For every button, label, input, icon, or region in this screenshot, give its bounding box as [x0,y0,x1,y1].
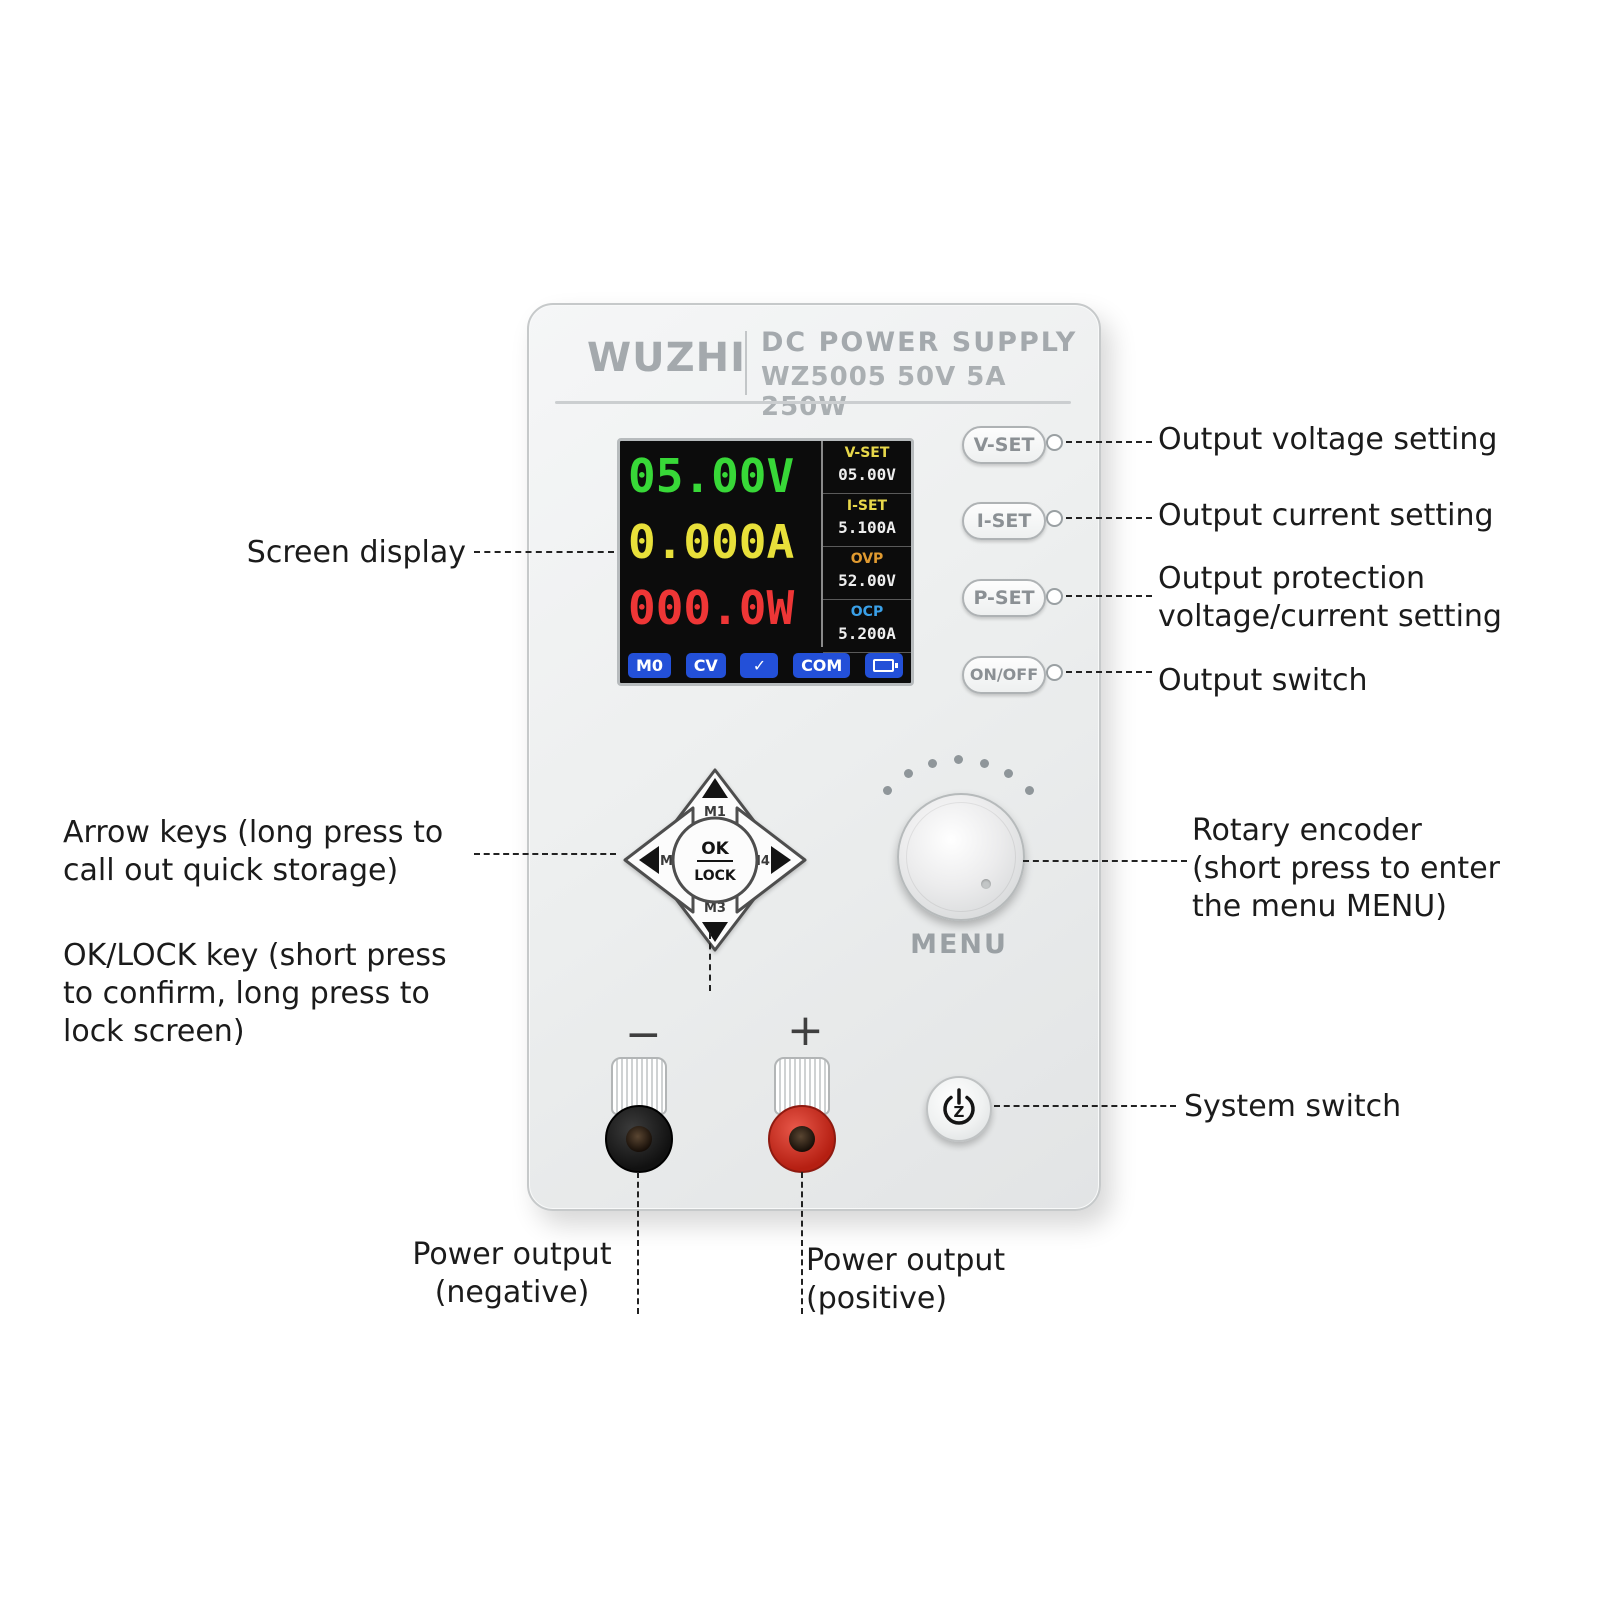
positive-terminal-hole [789,1126,815,1152]
i-set-button[interactable]: I-SET [962,502,1046,540]
knob-tick-dot [954,755,963,764]
callout-anchor-iset [1046,510,1063,527]
system-switch-letter: Z [954,1103,965,1121]
callout-line-ok-lock [709,933,711,991]
menu-label: MENU [910,929,1008,960]
panel-seam [555,401,1071,404]
power-supply-device: WUZHI DC POWER SUPPLY WZ5005 50V 5A 250W… [527,303,1101,1211]
negative-terminal-hole [626,1126,652,1152]
positive-terminal-cap [768,1105,836,1173]
knob-tick-dot [904,769,913,778]
callout-anchor-vset [1046,434,1063,451]
label-system-switch: System switch [1184,1089,1402,1124]
callout-line-onoff [1066,671,1152,673]
knob-tick-dot [1025,786,1034,795]
label-output-switch: Output switch [1158,663,1368,698]
positive-sign: + [787,1005,824,1056]
right-arrow-icon [771,846,791,874]
ok-label: OK [701,839,729,859]
knob-tick-dot [980,759,989,768]
power-z-icon: Z [943,1088,975,1125]
label-output-voltage: Output voltage setting [1158,422,1498,457]
screen-side-panel: V-SET 05.00V I-SET 5.100A OVP 52.00V OCP… [821,441,911,653]
status-badge-battery [864,652,903,678]
vset-row-value: 05.00V [838,465,896,484]
label-output-protection: Output protection voltage/current settin… [1158,561,1502,634]
p-set-button[interactable]: P-SET [962,579,1046,617]
product-title: DC POWER SUPPLY [761,327,1078,358]
screen-readings-area: 05.00V 0.000A 000.0W V-SET 05.00V I-SET … [620,441,911,653]
callout-line-iset [1066,517,1152,519]
current-reading: 0.000A [628,515,795,569]
callout-line-screen [474,551,614,553]
label-screen-display: Screen display [246,535,466,570]
negative-terminal-cap [605,1105,673,1173]
ovp-row-label: OVP [850,551,884,567]
on-off-button[interactable]: ON/OFF [962,656,1046,694]
screen-main-readings: 05.00V 0.000A 000.0W [620,441,821,647]
arrow-keypad: M1 M3 M2 M4 OK LOCK [623,768,807,952]
brand-logo: WUZHI [587,335,746,381]
knob-tick-dot [1004,769,1013,778]
ocp-row-label: OCP [850,604,884,620]
ocp-row-value: 5.200A [838,624,896,643]
up-arrow-icon [702,778,728,798]
knob-tick-dot [928,759,937,768]
rotary-encoder-knob[interactable] [897,793,1025,921]
dpad-up-label: M1 [704,805,726,820]
battery-icon [873,658,899,672]
voltage-reading: 05.00V [628,449,795,503]
v-set-button[interactable]: V-SET [962,426,1046,464]
header-divider [745,331,747,395]
screen-status-bar: M0 CV ✓ COM [620,647,911,683]
down-arrow-icon [702,922,728,942]
callout-line-rotary [1023,860,1187,862]
label-power-negative: Power output (negative) [412,1237,612,1310]
vset-row-label: V-SET [844,445,890,461]
iset-row-label: I-SET [846,498,888,514]
dpad-down-label: M3 [704,901,726,916]
callout-line-vset [1066,441,1152,443]
ok-lock-button[interactable]: OK LOCK [671,816,759,904]
ovp-row: OVP 52.00V [823,547,911,600]
status-badge-memory: M0 [628,652,672,678]
label-rotary-encoder: Rotary encoder (short press to enter the… [1192,813,1500,924]
label-output-current: Output current setting [1158,498,1494,533]
label-ok-lock: OK/LOCK key (short press to confirm, lon… [63,938,447,1049]
check-icon: ✓ [740,652,779,678]
power-reading: 000.0W [628,581,795,635]
vset-row: V-SET 05.00V [823,441,911,494]
label-power-positive: Power output (positive) [806,1243,1006,1316]
callout-anchor-pset [1046,588,1063,605]
lock-label: LOCK [694,868,737,884]
iset-row: I-SET 5.100A [823,494,911,547]
negative-sign: − [625,1009,662,1060]
screen-display: 05.00V 0.000A 000.0W V-SET 05.00V I-SET … [617,438,914,686]
ovp-row-value: 52.00V [838,571,896,590]
callout-line-negative [637,1172,639,1314]
label-arrow-keys: Arrow keys (long press to call out quick… [63,815,444,888]
status-badge-com: COM [793,652,851,678]
system-switch-button[interactable]: Z [926,1076,992,1142]
callout-line-arrow-keys [474,853,616,855]
callout-anchor-onoff [1046,664,1063,681]
knob-indicator-dot [981,879,991,889]
ocp-row: OCP 5.200A [823,600,911,653]
product-model: WZ5005 50V 5A 250W [761,362,1007,422]
knob-tick-dot [883,786,892,795]
callout-line-positive [801,1172,803,1314]
callout-line-pset [1066,595,1152,597]
status-badge-cv: CV [685,652,726,678]
iset-row-value: 5.100A [838,518,896,537]
callout-line-system [994,1105,1176,1107]
left-arrow-icon [639,846,659,874]
